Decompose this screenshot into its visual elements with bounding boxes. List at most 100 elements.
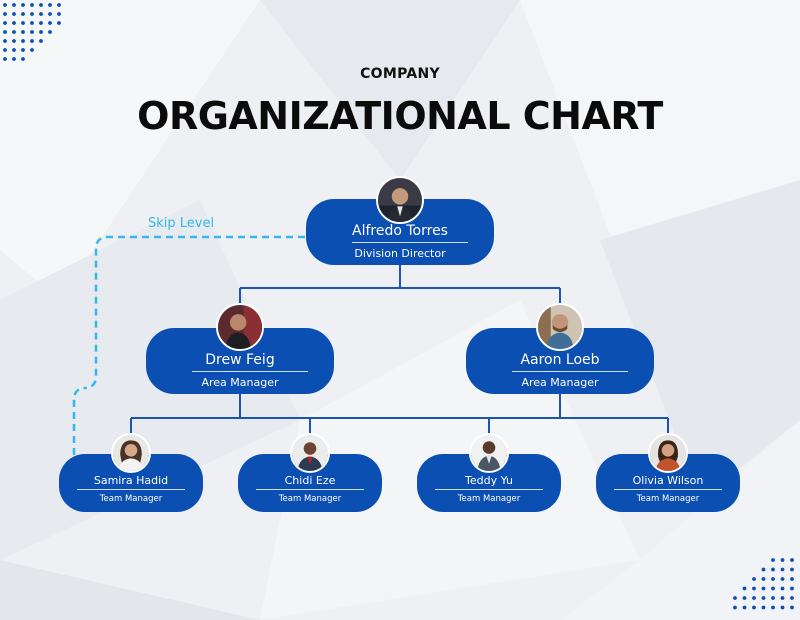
decorative-dot <box>12 48 16 52</box>
decorative-dot <box>761 596 766 600</box>
decorative-dot <box>771 567 775 572</box>
decorative-dot <box>30 39 34 43</box>
decorative-dot <box>3 12 7 16</box>
decorative-dot <box>21 57 25 61</box>
decorative-dot <box>3 3 7 7</box>
decorative-dot <box>752 586 756 591</box>
decorative-dot <box>30 21 34 25</box>
decorative-dot <box>761 586 766 591</box>
decorative-dot <box>752 605 756 610</box>
avatar-photo <box>111 433 151 473</box>
decorative-dot <box>39 12 43 16</box>
decorative-dot <box>733 596 737 600</box>
dot-pattern-bottom-right <box>733 558 794 610</box>
decorative-dot <box>21 48 25 52</box>
decorative-dot <box>780 605 785 610</box>
decorative-dot <box>48 3 52 7</box>
decorative-dot <box>12 3 16 7</box>
node-name: Olivia Wilson <box>632 474 704 487</box>
node-divider <box>192 371 308 372</box>
decorative-dot <box>21 12 25 16</box>
decorative-dot <box>742 605 747 610</box>
node-name: Chidi Eze <box>284 474 336 487</box>
avatar-photo <box>469 433 509 473</box>
decorative-dot <box>3 57 7 61</box>
decorative-dot <box>12 30 16 34</box>
decorative-dot <box>3 39 7 43</box>
decorative-dot <box>771 586 775 591</box>
decorative-dot <box>39 21 43 25</box>
node-role: Area Manager <box>521 376 599 389</box>
decorative-dot <box>742 586 747 591</box>
decorative-dot <box>771 558 775 562</box>
decorative-dot <box>780 596 785 600</box>
node-divider <box>256 489 364 490</box>
avatar-photo <box>648 433 688 473</box>
node-role: Team Manager <box>99 494 163 504</box>
decorative-dot <box>790 586 794 591</box>
decorative-dot <box>57 12 61 16</box>
node-divider <box>614 489 722 490</box>
decorative-dot <box>21 39 25 43</box>
decorative-dot <box>742 596 747 600</box>
decorative-dot <box>30 12 34 16</box>
decorative-dot <box>771 605 775 610</box>
decorative-dot <box>39 39 43 43</box>
decorative-dot <box>780 558 785 562</box>
decorative-dot <box>3 30 7 34</box>
skip-level-label: Skip Level <box>148 216 215 231</box>
decorative-dot <box>780 586 785 591</box>
dot-pattern-top-left <box>3 3 61 61</box>
decorative-dot <box>790 558 794 562</box>
node-role: Division Director <box>354 247 446 260</box>
avatar-photo <box>290 433 330 473</box>
decorative-dot <box>790 596 794 600</box>
decorative-dot <box>57 3 61 7</box>
company-label: COMPANY <box>360 66 440 82</box>
node-role: Team Manager <box>278 494 342 504</box>
decorative-dot <box>48 30 52 34</box>
decorative-dot <box>771 596 775 600</box>
decorative-dot <box>39 30 43 34</box>
decorative-dot <box>771 577 775 581</box>
decorative-dot <box>790 605 794 610</box>
decorative-dot <box>790 577 794 581</box>
decorative-dot <box>761 567 766 572</box>
decorative-dot <box>761 577 766 581</box>
decorative-dot <box>780 577 785 581</box>
node-divider <box>77 489 185 490</box>
decorative-dot <box>12 39 16 43</box>
decorative-dot <box>780 567 785 572</box>
decorative-dot <box>21 30 25 34</box>
node-divider <box>435 489 543 490</box>
avatar-photo <box>376 176 424 224</box>
node-name: Teddy Yu <box>464 474 514 487</box>
decorative-dot <box>790 567 794 572</box>
decorative-dot <box>30 48 34 52</box>
node-name: Drew Feig <box>205 352 275 368</box>
decorative-dot <box>733 605 737 610</box>
node-role: Team Manager <box>457 494 521 504</box>
node-divider <box>512 371 628 372</box>
decorative-dot <box>39 3 43 7</box>
decorative-dot <box>30 3 34 7</box>
page-title: ORGANIZATIONAL CHART <box>137 94 663 138</box>
node-name: Samira Hadid <box>93 474 169 487</box>
decorative-dot <box>48 21 52 25</box>
node-divider <box>352 242 468 243</box>
decorative-dot <box>761 605 766 610</box>
decorative-dot <box>12 12 16 16</box>
decorative-dot <box>57 21 61 25</box>
skip-level-line <box>72 235 305 458</box>
node-name: Alfredo Torres <box>352 223 448 239</box>
avatar-photo <box>216 303 264 351</box>
avatar-photo <box>536 303 584 351</box>
decorative-dot <box>21 21 25 25</box>
decorative-dot <box>752 596 756 600</box>
decorative-dot <box>21 3 25 7</box>
decorative-dot <box>3 21 7 25</box>
decorative-dot <box>48 12 52 16</box>
decorative-dot <box>12 57 16 61</box>
decorative-dot <box>3 48 7 52</box>
